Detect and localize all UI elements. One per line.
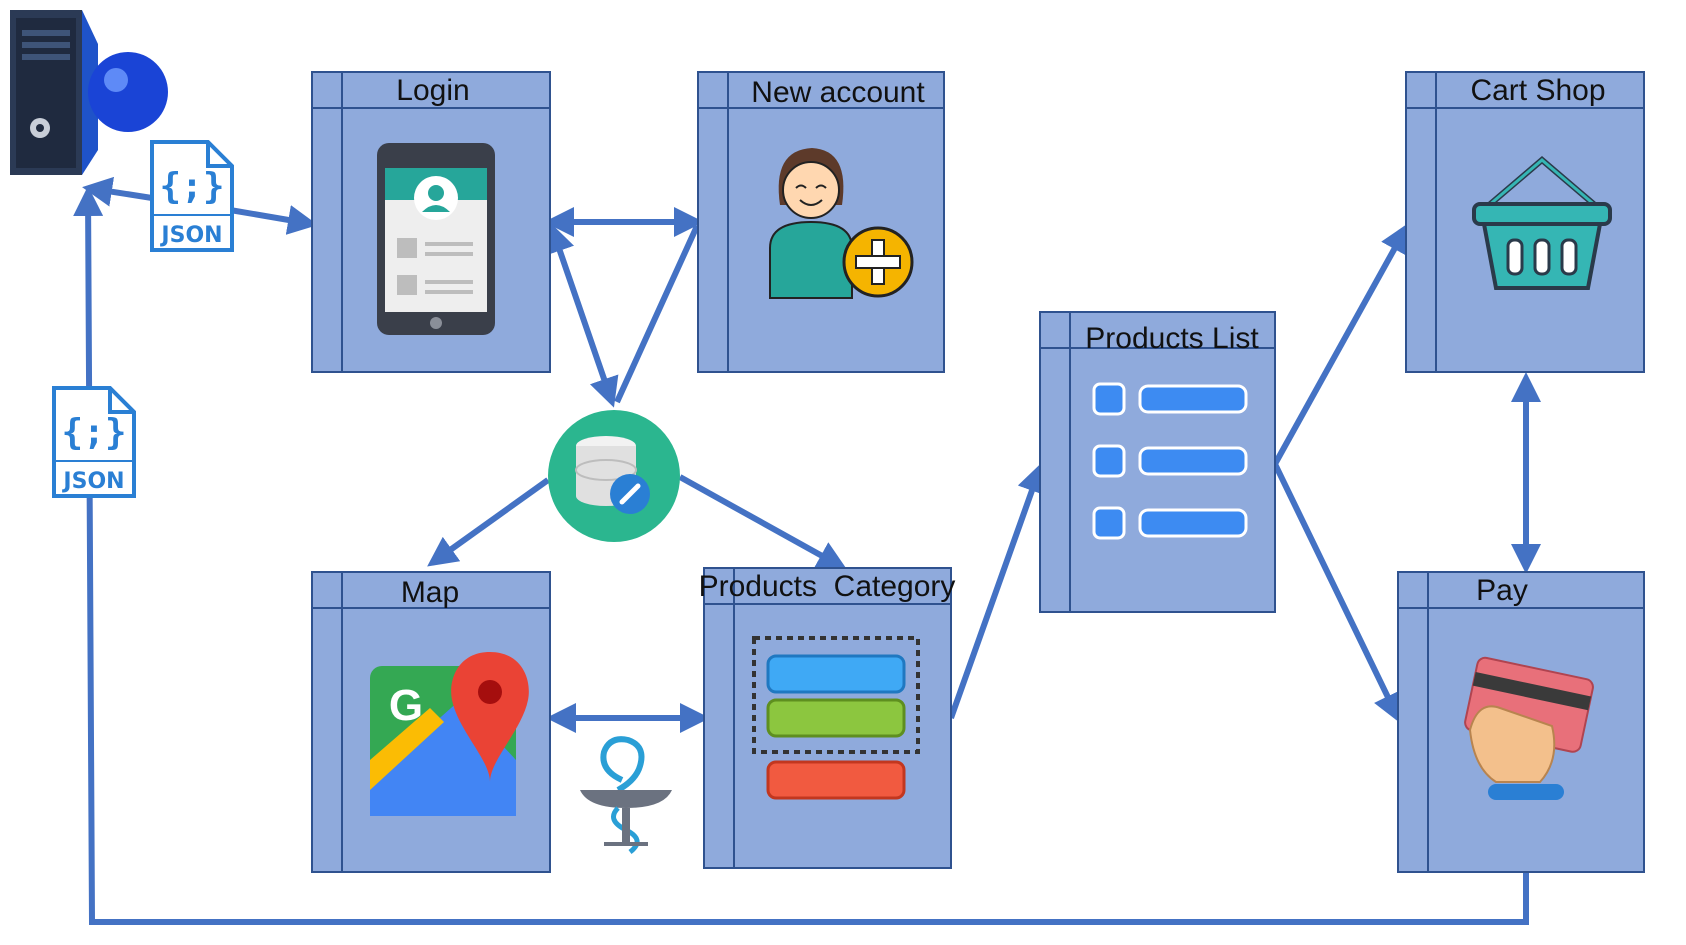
add-user-icon xyxy=(769,148,914,299)
arrow-server-json xyxy=(82,176,153,207)
category-bars-icon xyxy=(752,636,920,800)
panel-login: Login xyxy=(311,71,551,373)
database-settings-icon xyxy=(548,410,680,542)
google-maps-icon: G xyxy=(370,652,529,816)
shopping-basket-icon xyxy=(1472,156,1612,290)
json-braces-left: {;} xyxy=(61,412,126,453)
svg-text:G: G xyxy=(389,681,423,730)
json-badge-top: {;} JSON xyxy=(150,140,234,252)
panel-cart-shop: Cart Shop xyxy=(1405,71,1645,373)
panel-title-pay: Pay xyxy=(1476,574,1528,607)
arrow-category-productslist xyxy=(948,462,1047,720)
arrow-database-map xyxy=(427,477,550,567)
arrow-json-login xyxy=(229,205,318,235)
panel-new-account: New account xyxy=(697,71,945,373)
panel-title-new-account: New account xyxy=(751,76,925,109)
panel-pay: Pay xyxy=(1397,571,1645,873)
connectors xyxy=(73,176,1541,925)
arrow-newaccount-database xyxy=(614,224,700,404)
mobile-login-icon xyxy=(377,143,495,335)
panel-title-products-category: Products Category xyxy=(699,570,956,603)
pharmacy-icon xyxy=(580,736,672,854)
arrow-database-category xyxy=(678,474,848,570)
arrow-productslist-pay xyxy=(1272,462,1402,724)
json-label-left: JSON xyxy=(61,469,124,494)
panel-title-cart-shop: Cart Shop xyxy=(1470,74,1605,107)
panel-title-map: Map xyxy=(401,576,459,609)
product-list-icon xyxy=(1092,382,1248,540)
json-badge-left: {;} JSON xyxy=(52,386,136,498)
card-payment-icon xyxy=(1464,656,1594,800)
panel-title-login: Login xyxy=(396,74,469,107)
panel-products-category: Products Category xyxy=(699,567,956,869)
panel-products-list: Products List xyxy=(1039,311,1276,613)
arrow-productslist-cart xyxy=(1272,222,1409,466)
panel-title-products-list: Products List xyxy=(1085,322,1259,355)
server-icon xyxy=(10,10,168,175)
json-label-top: JSON xyxy=(159,223,222,248)
arrow-login-database xyxy=(545,222,619,408)
panel-map: Map G xyxy=(311,571,551,873)
json-braces-top: {;} xyxy=(159,166,224,207)
arrow-return-loop xyxy=(73,186,1529,925)
